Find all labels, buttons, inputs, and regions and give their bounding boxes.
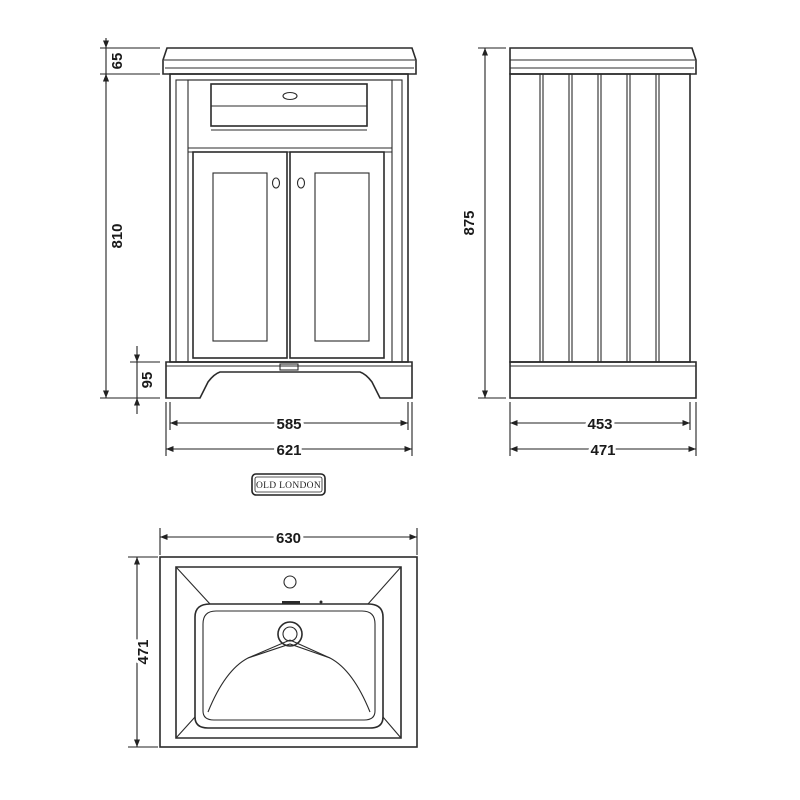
waste-outer-icon bbox=[277, 621, 303, 647]
basin-dimensions: 630 471 bbox=[128, 527, 418, 748]
dim-inner-width: 585 bbox=[276, 416, 301, 433]
dim-outer-depth: 471 bbox=[590, 442, 615, 459]
brand-logo: OLD LONDON bbox=[251, 473, 326, 496]
basin-top-profile bbox=[162, 47, 417, 75]
drawer bbox=[210, 83, 368, 131]
waste-inner-icon bbox=[282, 626, 298, 642]
dim-inner-depth: 453 bbox=[587, 416, 612, 433]
side-height-dimension: 875 bbox=[461, 47, 506, 399]
dim-body-height: 810 bbox=[109, 223, 126, 248]
front-width-dimensions: 585 621 bbox=[165, 402, 413, 462]
dim-outer-width: 621 bbox=[276, 442, 301, 459]
plinth bbox=[165, 361, 413, 399]
overflow-slot-icon bbox=[282, 601, 300, 604]
front-view bbox=[162, 47, 417, 399]
brand-logo-text: OLD LONDON bbox=[256, 481, 321, 491]
dim-basin-width: 630 bbox=[276, 530, 301, 547]
cabinet-body bbox=[169, 73, 409, 363]
right-door-knob-icon bbox=[296, 177, 306, 189]
right-door bbox=[289, 151, 385, 359]
dim-total-height: 875 bbox=[461, 210, 478, 235]
basin-top-view bbox=[159, 556, 418, 748]
side-view bbox=[509, 47, 697, 399]
left-door-knob-icon bbox=[271, 177, 281, 189]
tap-hole-icon bbox=[283, 575, 297, 589]
plinth-badge bbox=[279, 363, 299, 371]
front-height-dimensions: 65 810 95 bbox=[100, 38, 160, 414]
side-depth-dimensions: 453 471 bbox=[509, 402, 697, 462]
side-panel-grooves bbox=[539, 74, 660, 362]
dim-basin-depth: 471 bbox=[135, 639, 152, 664]
left-door bbox=[192, 151, 288, 359]
drawer-handle-icon bbox=[282, 91, 298, 101]
dim-top-height: 65 bbox=[109, 53, 126, 70]
overflow-screw-icon bbox=[319, 600, 323, 604]
dim-plinth-height: 95 bbox=[139, 372, 156, 389]
